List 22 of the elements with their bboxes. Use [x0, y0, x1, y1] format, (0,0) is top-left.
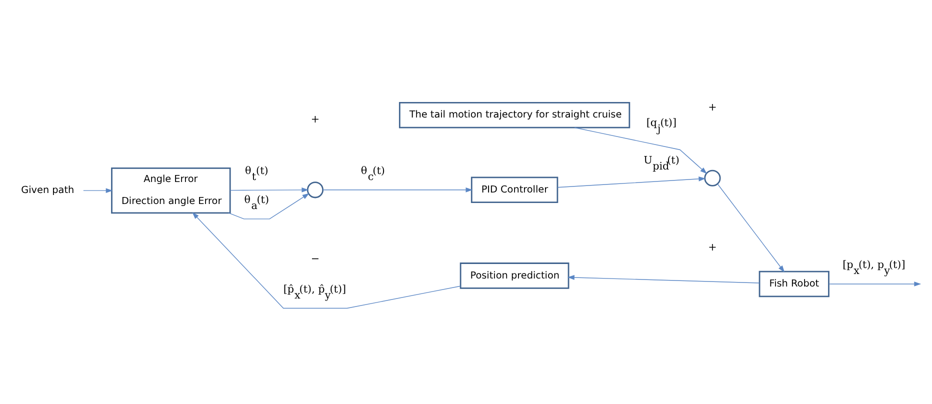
label: + [708, 102, 717, 114]
label: − [310, 253, 320, 266]
arrow [230, 188, 309, 192]
arrow [228, 193, 310, 220]
node-box: Fish Robot [758, 270, 830, 298]
label: + [310, 113, 320, 126]
node-circle [306, 182, 324, 198]
node-text: Given path [21, 185, 74, 196]
arrow [717, 184, 785, 272]
node-box: Position prediction [460, 262, 570, 289]
node-circle [704, 170, 721, 186]
node-box: Angle Error Direction angle Error [111, 168, 231, 214]
node-box: The tail motion trajectory for straight cruise [398, 102, 630, 128]
arrow [322, 187, 473, 192]
label: + [708, 241, 717, 254]
arrow [574, 127, 708, 174]
arrow [828, 282, 922, 286]
arrow [192, 212, 461, 309]
arrow [557, 176, 706, 188]
arrow [568, 275, 760, 284]
node-box: PID Controller [470, 176, 558, 204]
arrow [83, 188, 113, 193]
